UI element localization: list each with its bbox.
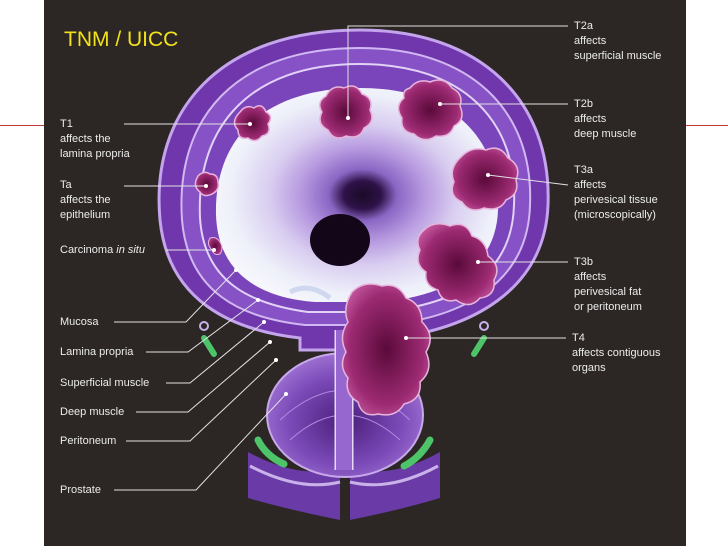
label-ta-line3: epithelium: [60, 209, 111, 221]
label-prostate: Prostate: [60, 484, 101, 496]
label-t3b-line1: T3b: [574, 256, 593, 268]
label-carcinoma-in-situ: Carcinoma in situ: [60, 243, 145, 258]
diagram-title: TNM / UICC: [64, 28, 179, 51]
label-t4-line2: affects contiguous: [572, 347, 661, 359]
label-t2b: T2b affects deep muscle: [574, 97, 636, 142]
label-t3a-line4: (microscopically): [574, 209, 656, 221]
label-t3b: T3b affects perivesical fat or peritoneu…: [574, 255, 642, 315]
label-t4-line3: organs: [572, 362, 606, 374]
label-t2a: T2a affects superficial muscle: [574, 19, 661, 64]
tumour-group: [194, 79, 519, 416]
label-superficial-muscle: Superficial muscle: [60, 377, 150, 389]
leader-dots: [204, 102, 490, 396]
label-t2b-line2: affects: [574, 113, 607, 125]
label-t2a-line1: T2a: [574, 20, 593, 32]
left-accent-rule: [0, 125, 44, 126]
tumour-t1: [233, 105, 272, 142]
tumour-t2a: [319, 85, 373, 139]
label-t3b-line2: affects: [574, 271, 607, 283]
label-ta: Ta affects the epithelium: [60, 178, 111, 223]
pelvic-floor: [248, 452, 440, 520]
label-cis-italic: in situ: [116, 244, 145, 256]
tumour-cis: [207, 237, 223, 255]
seminal-vesicles: [199, 321, 489, 470]
label-deep-muscle: Deep muscle: [60, 406, 125, 418]
label-ta-line1: Ta: [60, 179, 72, 191]
right-accent-rule: [686, 125, 728, 126]
label-t4: T4 affects contiguous organs: [572, 331, 660, 376]
tumour-ta: [194, 171, 220, 197]
tumour-t2b: [397, 79, 463, 141]
tumour-t3a: [451, 147, 519, 211]
label-t4-line1: T4: [572, 332, 585, 344]
label-t1-line2: affects the: [60, 133, 111, 145]
label-t2a-line3: superficial muscle: [574, 50, 662, 62]
label-t3a-line2: affects: [574, 179, 607, 191]
label-t3b-line4: or peritoneum: [574, 301, 642, 313]
label-t2b-line3: deep muscle: [574, 128, 637, 140]
label-cis-main: Carcinoma: [60, 244, 117, 256]
tumour-t3b: [417, 223, 498, 306]
label-lamina-propria: Lamina propria: [60, 346, 134, 358]
label-t3a-line1: T3a: [574, 164, 593, 176]
tumour-t4: [341, 283, 431, 416]
label-peritoneum: Peritoneum: [60, 435, 117, 447]
label-t1-line3: lamina propria: [60, 148, 130, 160]
label-mucosa: Mucosa: [60, 316, 99, 328]
label-t3b-line3: perivesical fat: [574, 286, 642, 298]
label-t2a-line2: affects: [574, 35, 607, 47]
label-ta-line2: affects the: [60, 194, 111, 206]
label-t3a: T3a affects perivesical tissue (microsco…: [574, 163, 658, 223]
label-t1-line1: T1: [60, 118, 73, 130]
label-t3a-line3: perivesical tissue: [574, 194, 658, 206]
label-t2b-line1: T2b: [574, 98, 593, 110]
leader-lines: [114, 25, 569, 491]
label-t1: T1 affects the lamina propria: [60, 117, 130, 162]
